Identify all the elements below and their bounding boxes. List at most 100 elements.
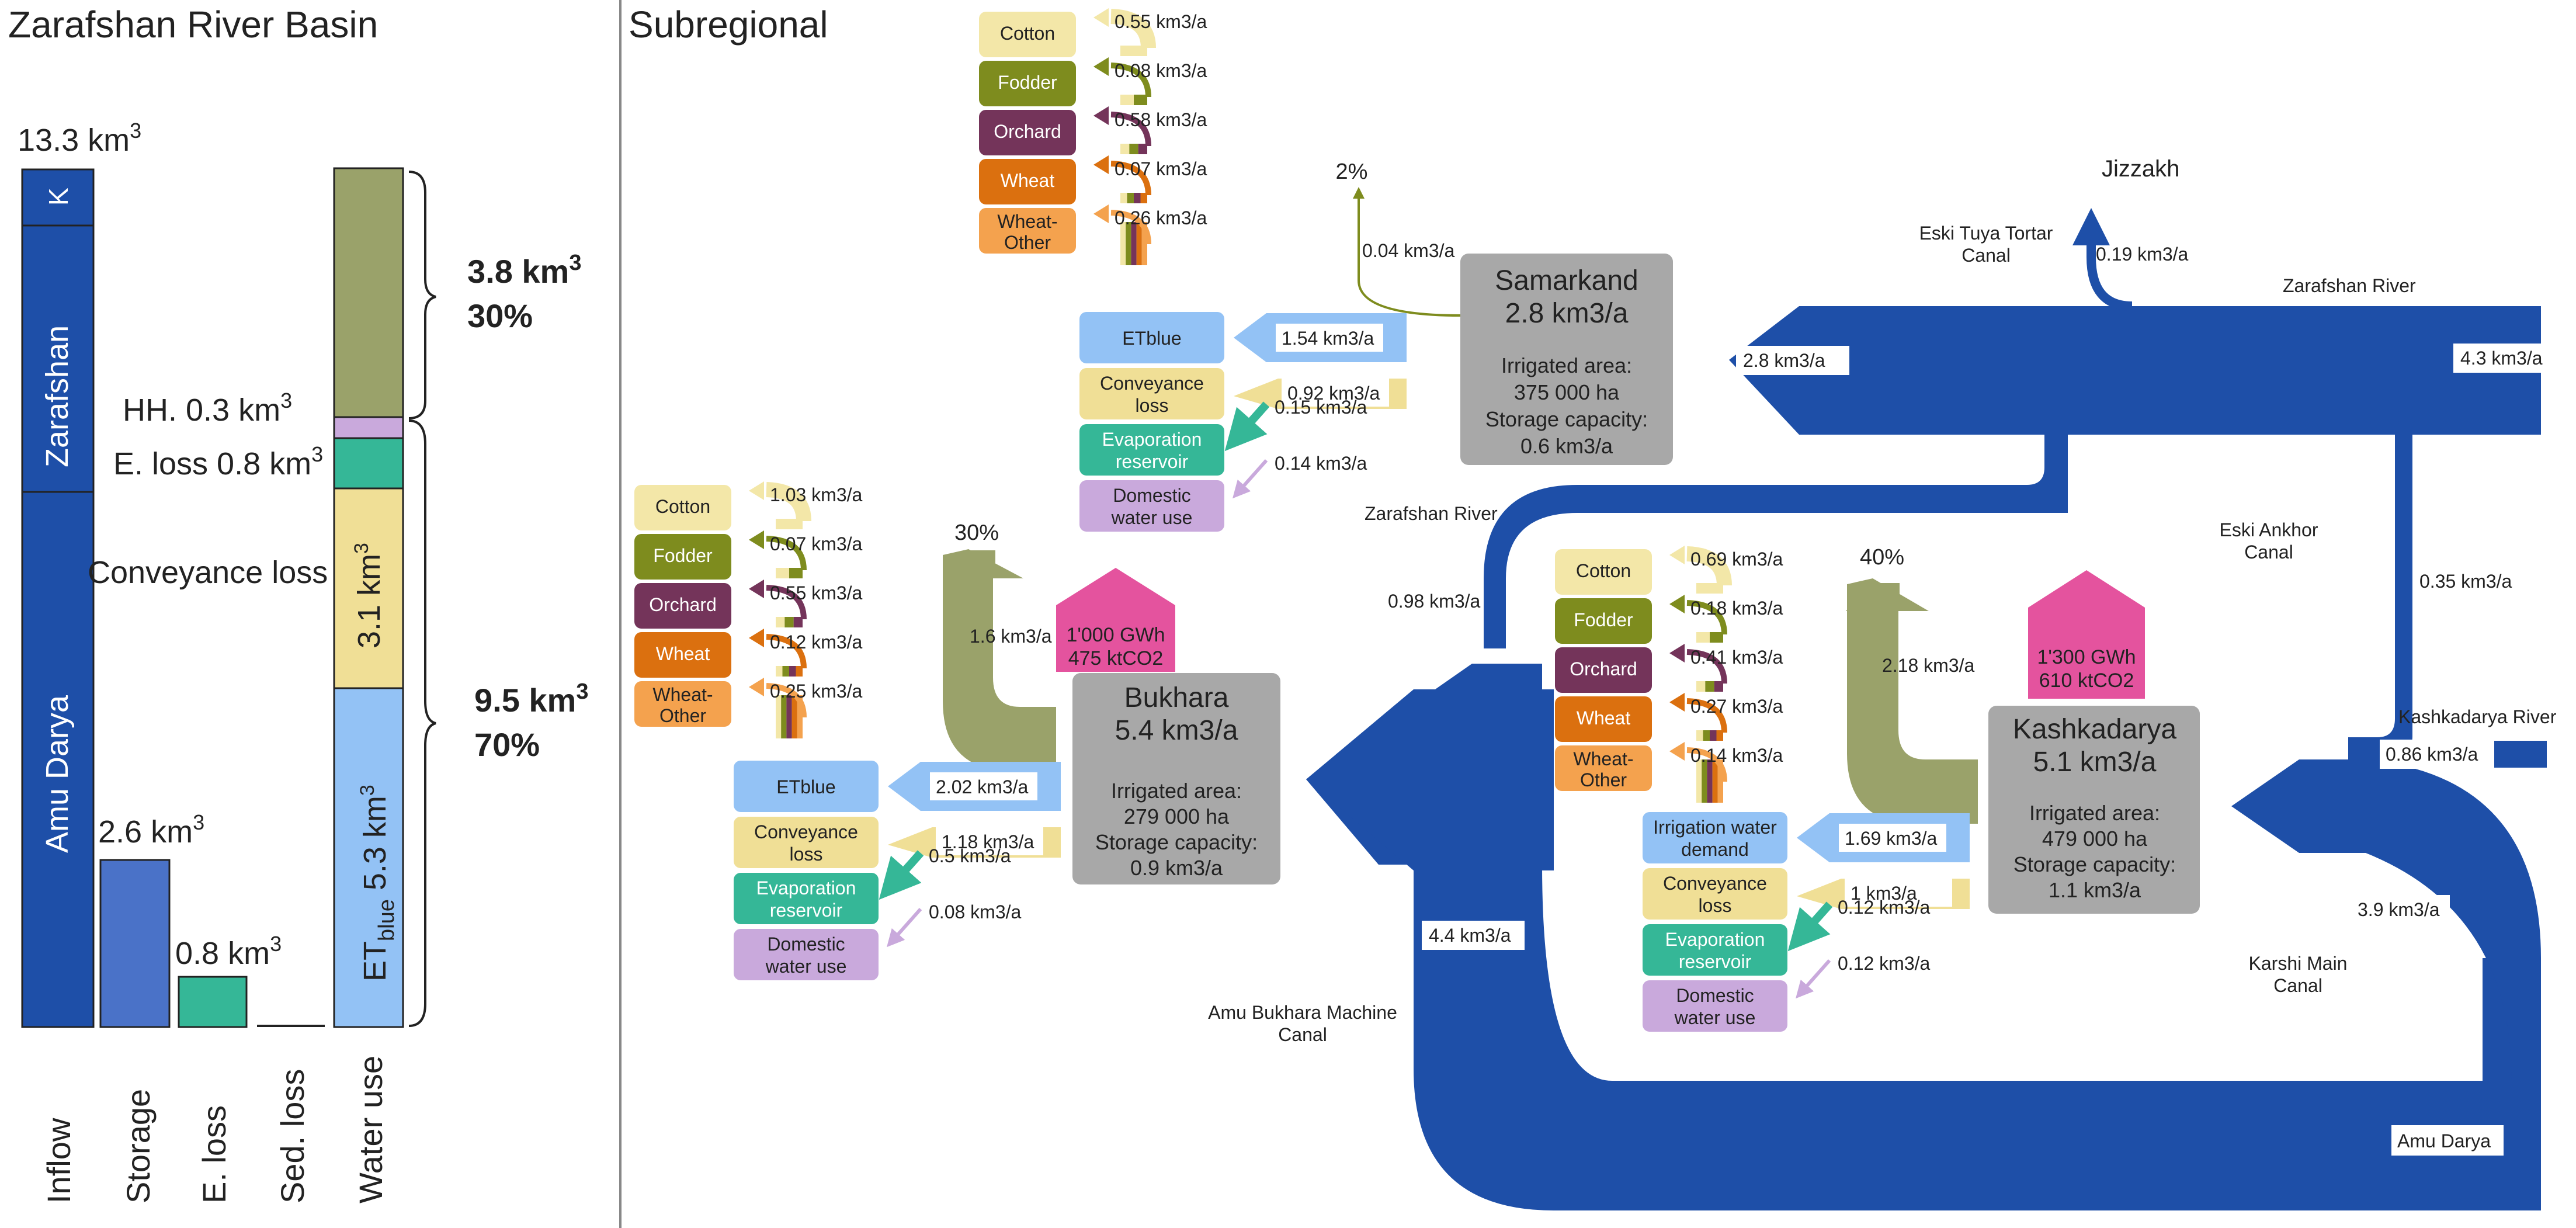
brace-bottom	[408, 419, 436, 1027]
samarkand-crop-stripe	[1134, 193, 1141, 203]
samarkand-crop-stripe	[1129, 144, 1138, 154]
bukhara-crop-orchard-flow	[766, 585, 807, 620]
samarkand-crop-wheat-flow	[1110, 161, 1151, 196]
bukhara-crop-stripe	[784, 617, 794, 627]
eloss-value-label: 0.8 km3	[175, 932, 282, 971]
wateruse-et-value: ETblue 5.3 km3	[356, 785, 399, 981]
bukhara-use-etblue	[734, 761, 879, 812]
bukhara-energy-gwh: 1'000 GWh	[1066, 624, 1165, 646]
kashkadarya-area: 479 000 ha	[2042, 827, 2148, 851]
bukhara-crop-wheat-other	[634, 681, 731, 727]
samarkand-crop-orchard-flow	[1110, 112, 1151, 147]
kashkadarya-crop-stripe	[1716, 730, 1723, 741]
samarkand-crop-cotton-arrowhead	[1093, 8, 1109, 27]
samarkand-crop-orchard-label: Orchard	[994, 121, 1061, 142]
kashkadarya-use-domestic	[1643, 980, 1787, 1032]
kashkadarya-river-flow	[2494, 741, 2547, 768]
bukhara-crop-wheat-label: Wheat	[656, 643, 710, 664]
samarkand-crop-stripe	[1140, 193, 1147, 203]
zarafshan-river-label-2: Zarafshan River	[1365, 503, 1498, 524]
kashkadarya-crop-wheat-other-flow	[1686, 747, 1727, 782]
bukhara-crop-wheat-other-label: Wheat-Other	[652, 684, 713, 726]
bukhara-crop-stripe	[782, 666, 789, 677]
zarafshan-inflow-value: 4.3 km3/a	[2460, 348, 2543, 369]
samarkand-use-etblue-value: 1.54 km3/a	[1282, 328, 1374, 349]
amu-darya-label: Amu Darya	[2397, 1130, 2491, 1151]
bukhara-return-pct: 30%	[954, 521, 999, 545]
kashkadarya-crop-wheat-other-value: 0.14 km3/a	[1690, 745, 1783, 766]
samarkand-crop-orchard	[979, 110, 1076, 155]
karshi-flow-box	[2352, 895, 2450, 924]
kashkadarya-crop-wheat-label: Wheat	[1577, 707, 1631, 729]
samarkand-use-etblue-valuebox	[1276, 324, 1383, 352]
brace-bottom-pct: 70%	[474, 726, 540, 763]
bukhara-crop-orchard-value: 0.55 km3/a	[770, 582, 863, 603]
kashkadarya-crop-stripe	[1702, 759, 1707, 803]
kashkadarya-crop-wheat-value: 0.27 km3/a	[1690, 696, 1783, 717]
kashkadarya-use-conveyance-value: 1 km3/a	[1851, 883, 1917, 904]
hh-label: HH. 0.3 km3	[123, 388, 292, 428]
bukhara-crop-wheat-arrowhead	[749, 629, 764, 647]
samarkand-crop-stripe	[1120, 144, 1130, 154]
samarkand-crop-stripe	[1120, 95, 1134, 105]
inflow-k-segment	[21, 168, 95, 227]
kashkadarya-use-evaporation	[1643, 924, 1787, 976]
kashkadarya-crop-stripe	[1717, 759, 1723, 803]
karshi-main-canal-flow	[2231, 759, 2541, 1081]
samarkand-inflow-value: 2.8 km3/a	[1743, 350, 1825, 371]
samarkand-crop-stripe	[1131, 222, 1137, 265]
samarkand-return-pct: 2%	[1336, 159, 1368, 184]
bukhara-crop-stripe	[791, 695, 797, 738]
kashkadarya-crop-stripe	[1703, 730, 1710, 741]
storage-value-label: 2.6 km3	[98, 810, 204, 849]
samarkand-name: Samarkand	[1495, 265, 1638, 296]
wateruse-return-segment	[333, 167, 404, 418]
samarkand-area: 375 000 ha	[1514, 380, 1620, 404]
samarkand-crop-stripe	[1134, 95, 1147, 105]
x-label-4: Sed. loss	[274, 1069, 311, 1203]
bukhara-use-evaporation-flow	[879, 850, 924, 900]
samarkand-crop-wheat-label: Wheat	[1001, 170, 1055, 191]
kashkadarya-return-pct: 40%	[1860, 545, 1904, 570]
samarkand-crop-wheat-other	[979, 208, 1076, 254]
bukhara-crop-stripe	[776, 568, 789, 578]
wateruse-et-segment	[333, 687, 404, 1028]
storage-bar	[99, 859, 171, 1028]
amu-bukhara-flow-box	[1422, 921, 1525, 950]
samarkand-storage-label: Storage capacity:	[1485, 407, 1648, 431]
kashkadarya-crop-wheat-arrowhead	[1669, 693, 1685, 712]
samarkand-crop-wheat-value: 0.07 km3/a	[1115, 158, 1207, 179]
bukhara-use-conveyance-value: 1.18 km3/a	[942, 831, 1034, 852]
bukhara-crop-wheat-value: 0.12 km3/a	[770, 632, 863, 653]
zarafshan-river-flow	[2009, 306, 2541, 435]
eloss-side-label: E. loss 0.8 km3	[113, 442, 323, 481]
bukhara-crop-wheat-other-value: 0.25 km3/a	[770, 681, 863, 702]
kashkadarya-crop-fodder-flow	[1686, 600, 1727, 635]
kashkadarya-storage: 1.1 km3/a	[2049, 878, 2141, 902]
bukhara-box	[1072, 673, 1280, 884]
brace-bottom-value: 9.5 km3	[474, 679, 588, 719]
kashkadarya-crop-stripe	[1714, 681, 1723, 692]
bukhara-crop-fodder-value: 0.07 km3/a	[770, 533, 863, 554]
samarkand-crop-cotton-value: 0.55 km3/a	[1115, 11, 1207, 32]
kashkadarya-crop-cotton-value: 0.69 km3/a	[1690, 549, 1783, 570]
samarkand-crop-fodder-flow	[1110, 63, 1151, 98]
kashkadarya-name: Kashkadarya	[2013, 714, 2176, 745]
kashkadarya-crop-stripe	[1696, 632, 1710, 643]
bukhara-use-domestic-value: 0.08 km3/a	[929, 901, 1022, 922]
bukhara-use-conveyance-valuebox	[936, 827, 1043, 855]
kashkadarya-use-etblue-value: 1.69 km3/a	[1845, 828, 1938, 849]
x-label-5: Water use	[352, 1056, 389, 1203]
kashkadarya-crop-cotton-label: Cotton	[1576, 560, 1631, 581]
bukhara-inflow-arrow	[1306, 689, 1554, 870]
amu-bukhara-flow-value: 4.4 km3/a	[1429, 925, 1511, 946]
eloss-bar	[178, 976, 248, 1028]
